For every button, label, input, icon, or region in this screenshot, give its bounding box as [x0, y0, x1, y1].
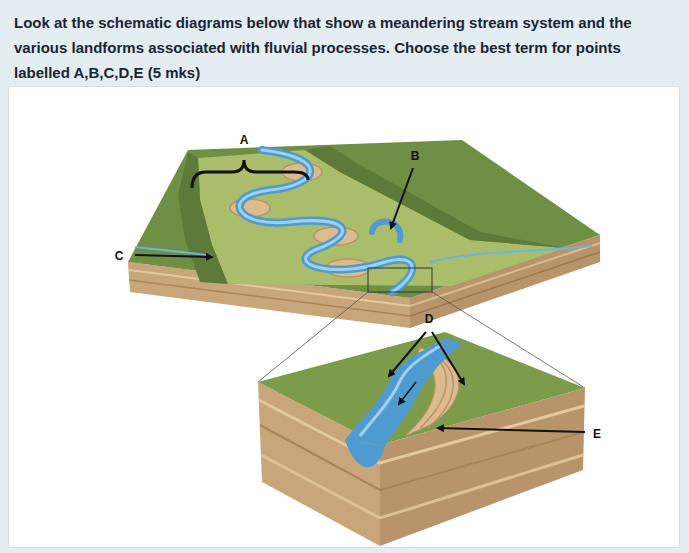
illustration-rect: [368, 268, 432, 292]
point-letter: D: [425, 312, 434, 326]
illustration-polyline: [261, 455, 583, 518]
illustration-polygon: [128, 140, 600, 298]
point-letter: C: [115, 249, 124, 263]
illustration-line: [135, 255, 212, 257]
illustration-path: [345, 338, 462, 446]
illustration-polygon: [258, 332, 585, 445]
illustration-path: [345, 440, 385, 467]
illustration-path: [430, 246, 592, 262]
illustration-path: [135, 247, 212, 256]
illustration-path: [192, 160, 308, 188]
title-panel: Look at the schematic diagrams below tha…: [0, 0, 689, 86]
leaders: [135, 160, 585, 432]
illustration-path: [372, 222, 400, 240]
point-letter: B: [411, 149, 420, 163]
point-letter: A: [240, 133, 249, 147]
upper-block: [128, 140, 600, 328]
illustration-line: [389, 332, 426, 376]
illustration-line: [399, 382, 416, 404]
question-title: Look at the schematic diagrams below tha…: [0, 0, 680, 85]
illustration-line: [438, 428, 585, 432]
illustration-line: [432, 332, 464, 384]
point-letter: E: [593, 427, 601, 441]
inset-block: [258, 332, 585, 546]
illustration-path: [360, 346, 440, 436]
illustration-line: [391, 168, 413, 228]
